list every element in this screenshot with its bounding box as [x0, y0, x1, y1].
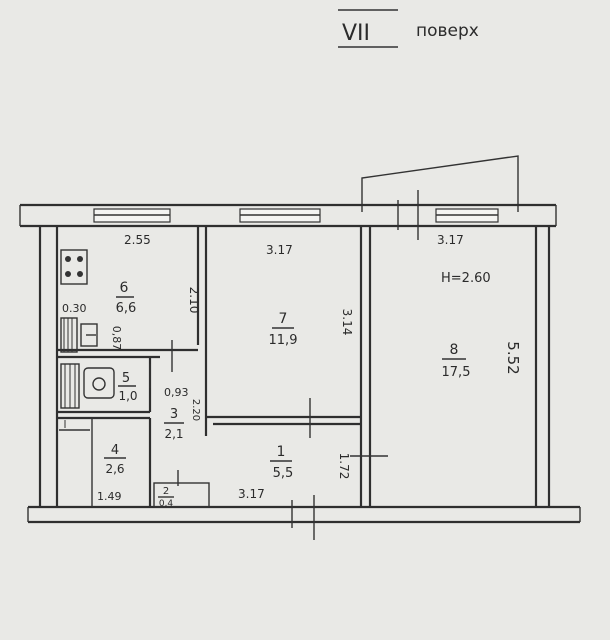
room-6-number: 6	[120, 280, 129, 296]
bathroom-fixtures	[60, 363, 151, 409]
dim-room8-depth: 5.52	[504, 341, 522, 374]
outer-walls	[19, 203, 581, 524]
floor-word: поверх	[416, 21, 479, 41]
room-4: 4 2,6	[104, 443, 126, 476]
room4-details	[59, 340, 388, 486]
room-1: 1 5,5	[270, 444, 293, 481]
windows	[93, 190, 499, 540]
room-5-number: 5	[122, 371, 130, 386]
balcony-outline	[361, 155, 519, 212]
kitchen-sink	[80, 323, 98, 347]
room-1-number: 1	[277, 444, 286, 460]
dim-vent-depth: 0,87	[110, 326, 123, 351]
dim-hall-depth: 1.72	[337, 453, 351, 480]
room-4-area: 2,6	[105, 462, 124, 476]
dimension-labels: 2.55 3.17 3.17 2.10 3.14 5.52 0.30 0,87 …	[62, 233, 522, 503]
room-7: 7 11,9	[269, 311, 298, 348]
room-8-number: 8	[450, 342, 459, 358]
room-5: 5 1,0	[118, 371, 138, 403]
dim-entry-width: 1.49	[97, 490, 122, 503]
dim-vent-width: 0.30	[62, 302, 87, 315]
vent-shaft	[60, 317, 78, 353]
room-7-number: 7	[279, 311, 288, 327]
floor-number: VII	[342, 21, 370, 46]
burner-3-icon	[65, 271, 71, 277]
dim-room8-width: 3.17	[437, 233, 464, 247]
dim-corridor-depth: 2.20	[190, 399, 201, 421]
burner-1-icon	[65, 256, 71, 262]
room-6-area: 6,6	[116, 301, 137, 316]
balcony	[361, 155, 519, 212]
room-5-area: 1,0	[118, 389, 137, 403]
room-labels: 6 6,6 7 11,9 8 17,5 5 1,0 3 2,1 4 2,6	[104, 280, 470, 509]
room-8-area: 17,5	[442, 365, 471, 380]
room-1-area: 5,5	[273, 466, 294, 481]
room-8: 8 17,5	[442, 342, 471, 380]
room-3-number: 3	[170, 407, 178, 422]
interior-walls	[57, 226, 372, 508]
dim-hall-width: 3.17	[238, 487, 265, 501]
room-3-area: 2,1	[164, 427, 183, 441]
room-3: 3 2,1	[164, 407, 184, 441]
dim-room7-depth: 3.14	[340, 309, 354, 336]
washbasin-drain-icon	[92, 377, 106, 391]
room-2-number: 2	[163, 486, 169, 497]
burner-4-icon	[77, 271, 83, 277]
floor-header: VII поверх	[338, 9, 479, 48]
room-7-area: 11,9	[269, 333, 298, 348]
room-6: 6 6,6	[116, 280, 137, 316]
room-4-number: 4	[111, 443, 119, 458]
room-2-area: 0,4	[159, 499, 174, 509]
stove	[60, 249, 88, 285]
dim-kitchen-width: 2.55	[124, 233, 151, 247]
dim-kitchen-depth: 2.10	[187, 287, 201, 314]
dim-room7-width: 3.17	[266, 243, 293, 257]
ceiling-height: H=2.60	[441, 271, 491, 286]
closet-outline	[153, 482, 210, 508]
burner-2-icon	[77, 256, 83, 262]
washbasin	[83, 367, 115, 399]
dim-bath-width: 0,93	[164, 386, 189, 399]
room-2: 2 0,4	[158, 486, 174, 509]
kitchen-fixtures	[60, 249, 98, 353]
